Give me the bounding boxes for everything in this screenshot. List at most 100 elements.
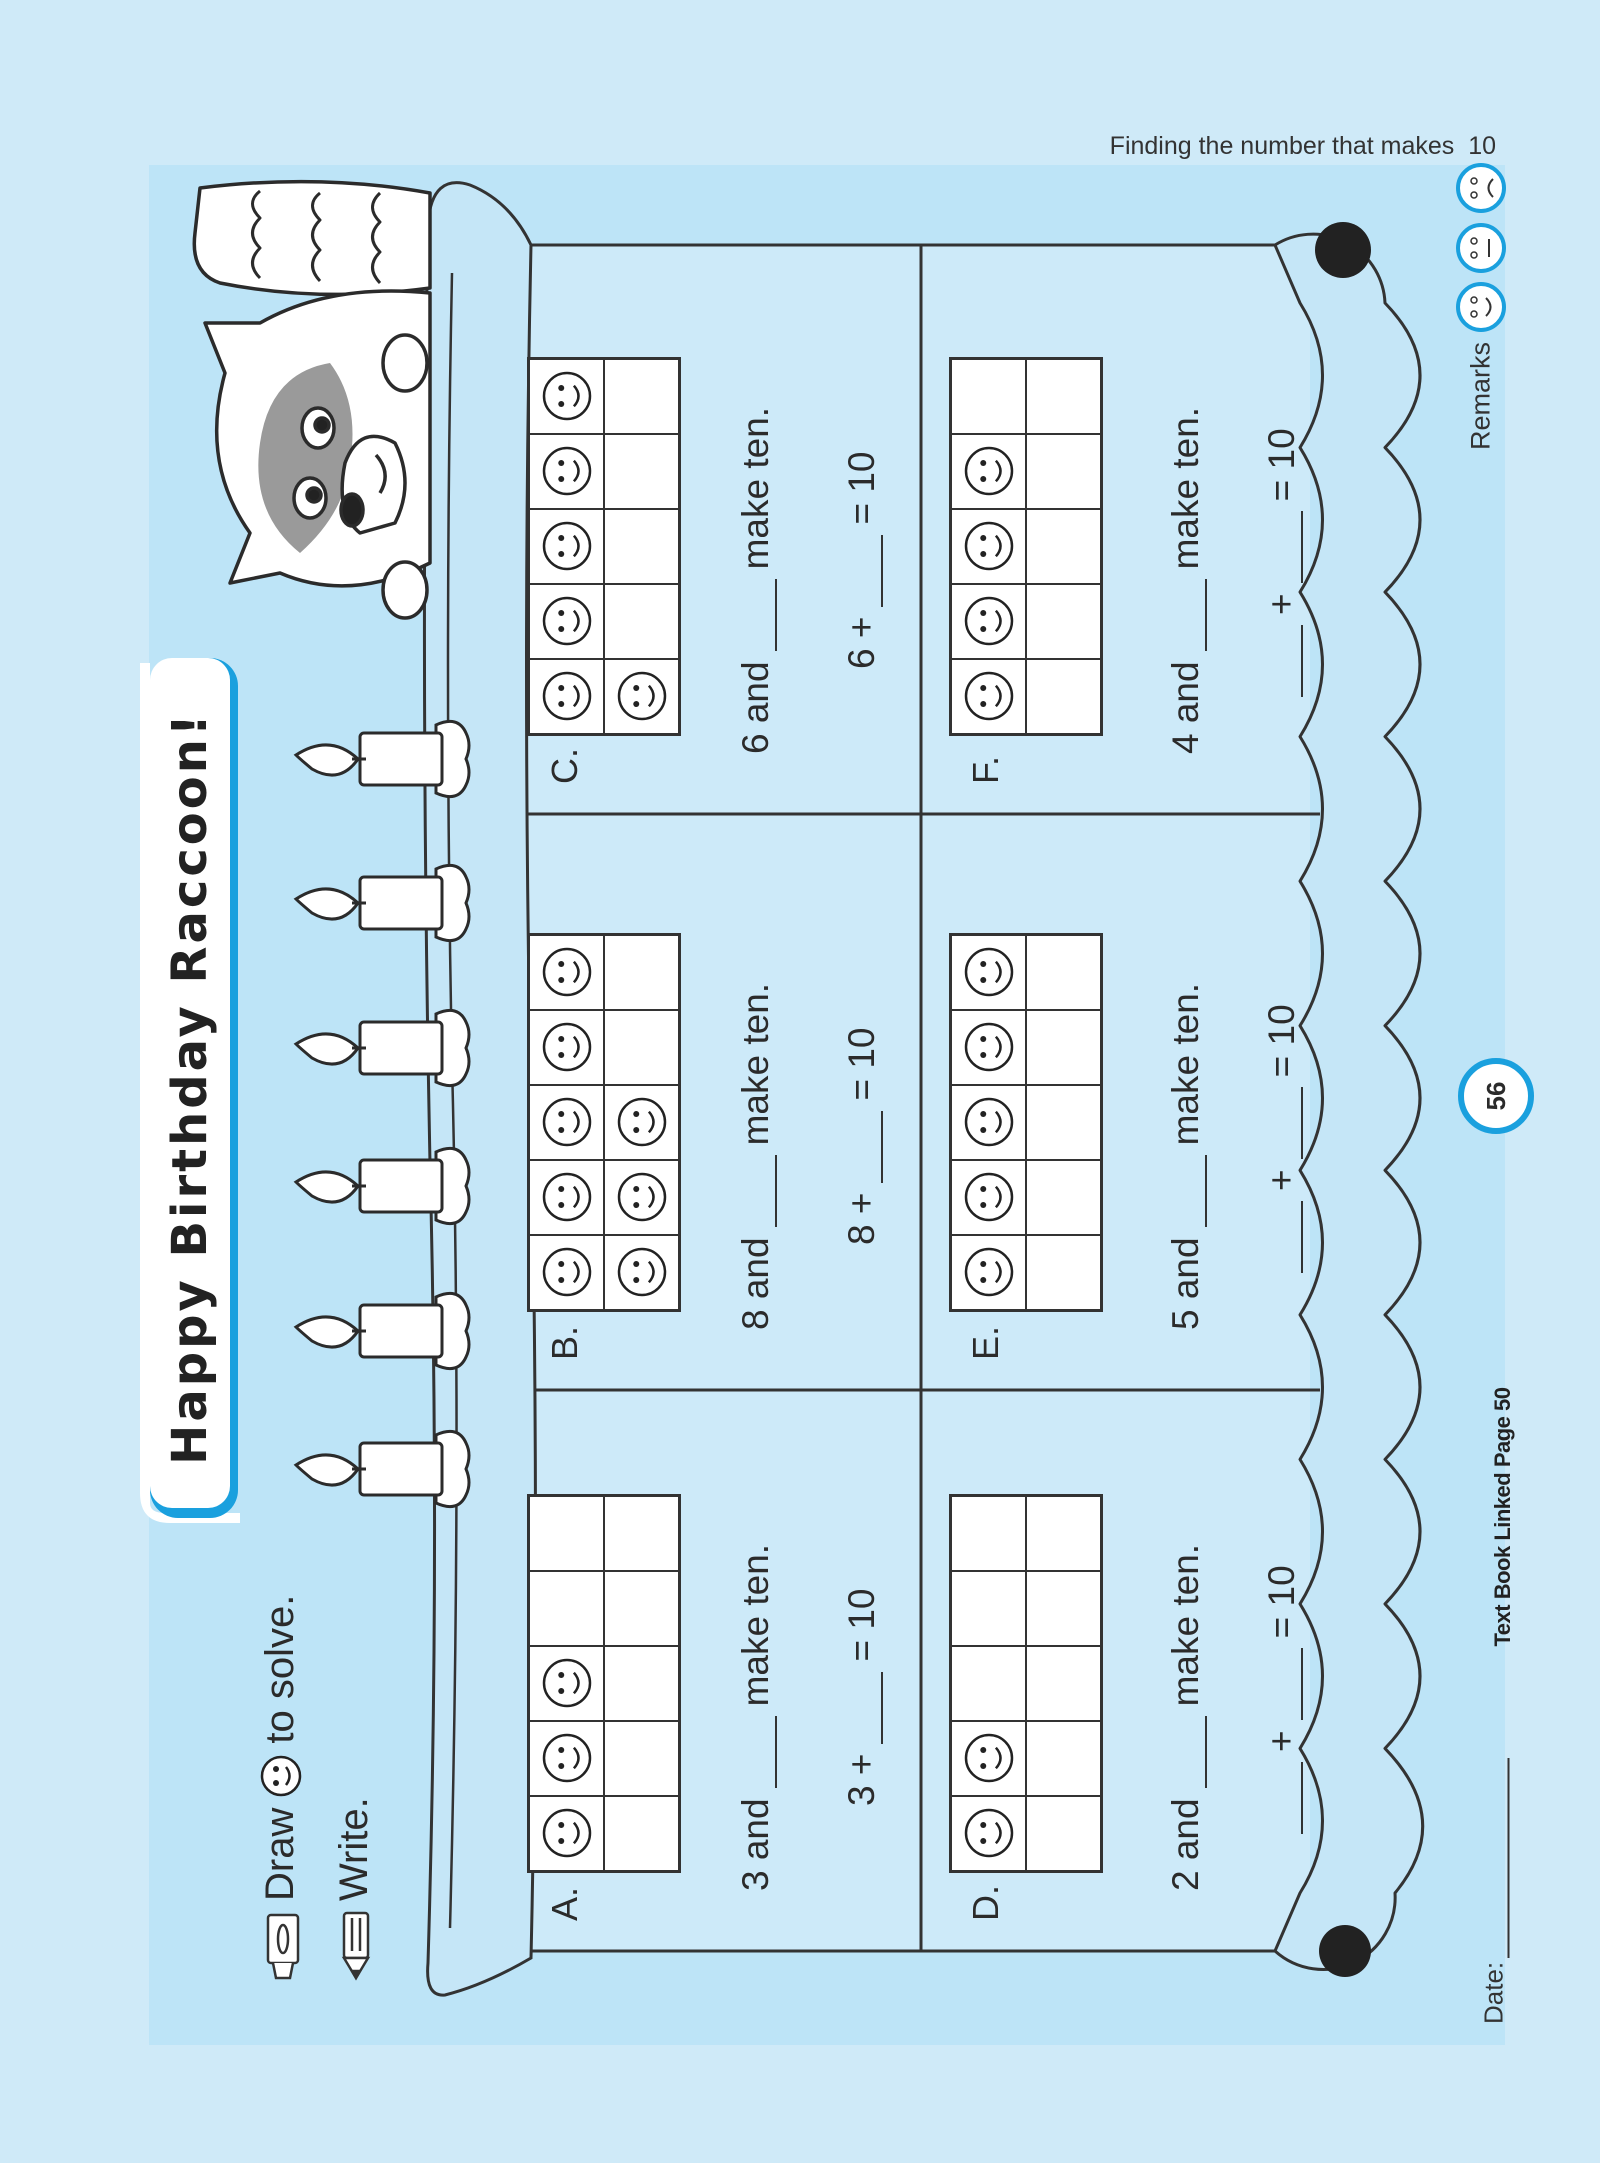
ten-frame-cell[interactable] — [529, 434, 604, 509]
ten-frame-cell[interactable] — [1026, 1010, 1101, 1085]
answer-blank[interactable] — [849, 1671, 883, 1744]
ten-frame-cell[interactable] — [604, 1235, 679, 1310]
ten-frame-cell[interactable] — [604, 509, 679, 584]
ten-frame-cell[interactable] — [1026, 1796, 1101, 1871]
ten-frame-cell[interactable] — [951, 1496, 1026, 1571]
ten-frame-cell[interactable] — [951, 935, 1026, 1010]
ten-frame-cell[interactable] — [529, 509, 604, 584]
ten-frame-cell[interactable] — [529, 659, 604, 734]
ten-frame-cell[interactable] — [951, 584, 1026, 659]
answer-blank[interactable] — [743, 579, 777, 652]
ten-frame-cell[interactable] — [951, 1571, 1026, 1646]
answer-blank[interactable] — [1269, 625, 1303, 697]
ten-frame-cell[interactable] — [604, 434, 679, 509]
ten-frame-cell[interactable] — [1026, 1235, 1101, 1310]
neutral-face-icon[interactable] — [1456, 223, 1506, 273]
ten-frame-cell[interactable] — [604, 1796, 679, 1871]
ten-frame-cell[interactable] — [604, 1010, 679, 1085]
ten-frame-cell[interactable] — [529, 1721, 604, 1796]
ten-frame-cell[interactable] — [951, 509, 1026, 584]
ten-frame-cell[interactable] — [1026, 659, 1101, 734]
smiley-face — [542, 1098, 591, 1147]
ten-frame[interactable] — [527, 1494, 681, 1873]
ten-frame-cell[interactable] — [1026, 935, 1101, 1010]
ten-frame-cell[interactable] — [951, 359, 1026, 434]
date-input-line[interactable] — [1485, 1757, 1510, 1958]
answer-blank[interactable] — [1173, 1716, 1207, 1789]
ten-frame-cell[interactable] — [604, 1721, 679, 1796]
ten-frame-cell[interactable] — [529, 1085, 604, 1160]
answer-blank[interactable] — [1173, 579, 1207, 652]
remarks-faces — [1456, 163, 1506, 332]
ten-frame-cell[interactable] — [529, 1571, 604, 1646]
ten-frame-cell[interactable] — [604, 359, 679, 434]
ten-frame-cell[interactable] — [604, 1160, 679, 1235]
ten-frame-cell[interactable] — [529, 1235, 604, 1310]
ten-frame-cell[interactable] — [529, 1496, 604, 1571]
answer-blank[interactable] — [743, 1155, 777, 1228]
ten-frame-cell[interactable] — [604, 1085, 679, 1160]
ten-frame-cell[interactable] — [951, 659, 1026, 734]
ten-frame-cell[interactable] — [604, 1646, 679, 1721]
happy-face-icon[interactable] — [1456, 282, 1506, 332]
ten-frame-cell[interactable] — [529, 359, 604, 434]
ten-frame-cell[interactable] — [1026, 1160, 1101, 1235]
ten-frame-cell[interactable] — [1026, 1571, 1101, 1646]
ten-frame-cell[interactable] — [604, 584, 679, 659]
ten-frame-cell[interactable] — [951, 1160, 1026, 1235]
ten-frame[interactable] — [949, 1494, 1103, 1873]
ten-frame[interactable] — [527, 933, 681, 1312]
problem-label: D. — [965, 1885, 1006, 1921]
answer-blank[interactable] — [849, 1110, 883, 1183]
equation: + = 10 — [1261, 428, 1303, 697]
ten-frame-cell[interactable] — [529, 1796, 604, 1871]
ten-frame-cell[interactable] — [1026, 509, 1101, 584]
ten-frame-cell[interactable] — [951, 1721, 1026, 1796]
ten-frame-cell[interactable] — [604, 935, 679, 1010]
answer-blank[interactable] — [1269, 1201, 1303, 1273]
ten-frame-cell[interactable] — [529, 584, 604, 659]
candle — [293, 1008, 471, 1088]
ten-frame-cell[interactable] — [1026, 359, 1101, 434]
ten-frame-cell[interactable] — [1026, 1721, 1101, 1796]
smiley-face — [542, 447, 591, 496]
ten-frame-cell[interactable] — [1026, 1646, 1101, 1721]
answer-blank[interactable] — [743, 1716, 777, 1789]
ten-frame-cell[interactable] — [529, 1646, 604, 1721]
ten-frame-cell[interactable] — [951, 434, 1026, 509]
sentence-end: make ten. — [735, 406, 776, 570]
remarks-label: Remarks — [1465, 341, 1496, 451]
ten-frame-cell[interactable] — [951, 1646, 1026, 1721]
answer-blank[interactable] — [1269, 1648, 1303, 1721]
ten-frame-cell[interactable] — [529, 1010, 604, 1085]
ten-frame-cell[interactable] — [604, 659, 679, 734]
ten-frame-cell[interactable] — [529, 935, 604, 1010]
ten-frame[interactable] — [527, 357, 681, 736]
equation-end: = 10 — [841, 1027, 882, 1101]
ten-frame-cell[interactable] — [1026, 1496, 1101, 1571]
ten-frame-cell[interactable] — [951, 1085, 1026, 1160]
smiley-icon — [542, 597, 591, 646]
answer-blank[interactable] — [849, 534, 883, 607]
ten-frame-cell[interactable] — [604, 1571, 679, 1646]
ten-frame-cell[interactable] — [951, 1796, 1026, 1871]
ten-frame[interactable] — [949, 357, 1103, 736]
answer-blank[interactable] — [1269, 511, 1303, 584]
smiley-icon — [542, 1734, 591, 1783]
answer-blank[interactable] — [1269, 1762, 1303, 1834]
ten-frame-cell[interactable] — [1026, 584, 1101, 659]
ten-frame-cell[interactable] — [529, 1160, 604, 1235]
ten-frame-cell[interactable] — [1026, 1085, 1101, 1160]
answer-blank[interactable] — [1269, 1087, 1303, 1160]
ten-frame-cell[interactable] — [1026, 434, 1101, 509]
date-field[interactable]: Date: — [1479, 1757, 1510, 2024]
answer-blank[interactable] — [1173, 1155, 1207, 1228]
ten-frame[interactable] — [949, 933, 1103, 1312]
sad-face-icon[interactable] — [1456, 163, 1506, 213]
ten-frame-cell[interactable] — [951, 1235, 1026, 1310]
sentence-start: 6 and — [735, 661, 776, 754]
ten-frame-cell[interactable] — [604, 1496, 679, 1571]
sentence-end: make ten. — [1165, 982, 1206, 1146]
ten-frame-cell[interactable] — [951, 1010, 1026, 1085]
problem-label: A. — [544, 1886, 585, 1921]
